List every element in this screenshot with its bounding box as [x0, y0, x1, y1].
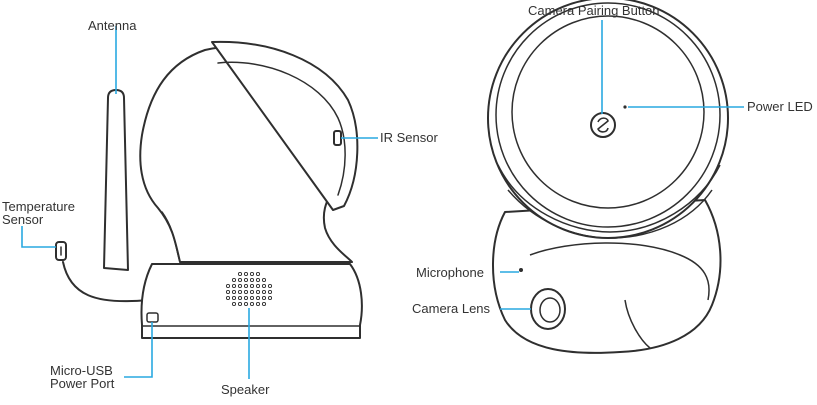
temperature-sensor-label-line1: Temperature [2, 199, 75, 214]
micro-usb-label-line2: Power Port [50, 376, 115, 391]
camera-lens [539, 297, 561, 323]
speaker-label: Speaker [221, 382, 270, 397]
camera-side-view [55, 40, 363, 339]
speaker-hole [231, 289, 237, 295]
callout-lines [21, 20, 744, 379]
speaker-hole [237, 277, 243, 283]
speaker-hole [243, 271, 249, 277]
speaker-hole [249, 271, 255, 277]
speaker-hole [249, 289, 255, 295]
speaker-hole [237, 283, 243, 289]
speaker-hole [243, 295, 249, 301]
micro-usb-port [146, 312, 159, 323]
speaker-hole [255, 271, 261, 277]
ball-seam [529, 242, 710, 301]
top-disc-face [511, 15, 705, 209]
camera-base [140, 263, 363, 339]
temperature-sensor-cable [62, 261, 149, 303]
ball-seam-2 [624, 299, 651, 349]
microphone-label: Microphone [416, 265, 484, 280]
speaker-grille [225, 271, 273, 307]
camera-lens-label: Camera Lens [412, 301, 491, 316]
speaker-hole [243, 277, 249, 283]
speaker-hole [249, 277, 255, 283]
power-led [623, 105, 627, 109]
antenna [103, 89, 129, 271]
speaker-hole [261, 301, 267, 307]
temperature-sensor-label-line2: Sensor [2, 212, 44, 227]
speaker-hole [261, 283, 267, 289]
speaker-hole [255, 283, 261, 289]
ir-sensor-label: IR Sensor [380, 130, 438, 145]
speaker-hole [261, 289, 267, 295]
head-neck-contour [161, 211, 181, 263]
temperature-sensor-callout-line [21, 226, 56, 248]
face-plate [211, 40, 359, 211]
top-disc-rim-2 [507, 189, 713, 239]
pairing-icon [597, 117, 609, 133]
top-disc-rim [497, 164, 721, 233]
speaker-hole [231, 301, 237, 307]
speaker-hole [231, 295, 237, 301]
temperature-sensor-label: Temperature Sensor [2, 200, 75, 226]
speaker-hole [225, 283, 231, 289]
antenna-label: Antenna [88, 18, 137, 33]
speaker-hole [243, 283, 249, 289]
speaker-hole [267, 289, 273, 295]
speaker-hole [237, 295, 243, 301]
camera-front-view [487, 0, 729, 354]
speaker-hole [267, 283, 273, 289]
speaker-hole [249, 283, 255, 289]
speaker-hole [225, 289, 231, 295]
speaker-hole [237, 289, 243, 295]
speaker-hole [237, 271, 243, 277]
face-plate-inner [217, 61, 346, 196]
speaker-hole [249, 295, 255, 301]
speaker-hole [243, 301, 249, 307]
speaker-hole [267, 295, 273, 301]
speaker-hole [231, 283, 237, 289]
microphone [519, 268, 523, 272]
speaker-hole [231, 277, 237, 283]
speaker-hole [255, 289, 261, 295]
speaker-hole [255, 295, 261, 301]
micro-usb-label: Micro-USB Power Port [50, 364, 114, 390]
speaker-hole [261, 295, 267, 301]
speaker-hole [249, 301, 255, 307]
speaker-hole [225, 295, 231, 301]
speaker-hole [243, 289, 249, 295]
micro-usb-callout-line [124, 322, 153, 378]
power-led-label: Power LED [747, 99, 813, 114]
speaker-hole [237, 301, 243, 307]
speaker-hole [255, 277, 261, 283]
speaker-hole [261, 277, 267, 283]
speaker-hole [255, 301, 261, 307]
camera-pairing-button-label: Camera Pairing Button [528, 3, 660, 18]
micro-usb-label-line1: Micro-USB [50, 363, 113, 378]
ir-sensor [333, 130, 342, 146]
